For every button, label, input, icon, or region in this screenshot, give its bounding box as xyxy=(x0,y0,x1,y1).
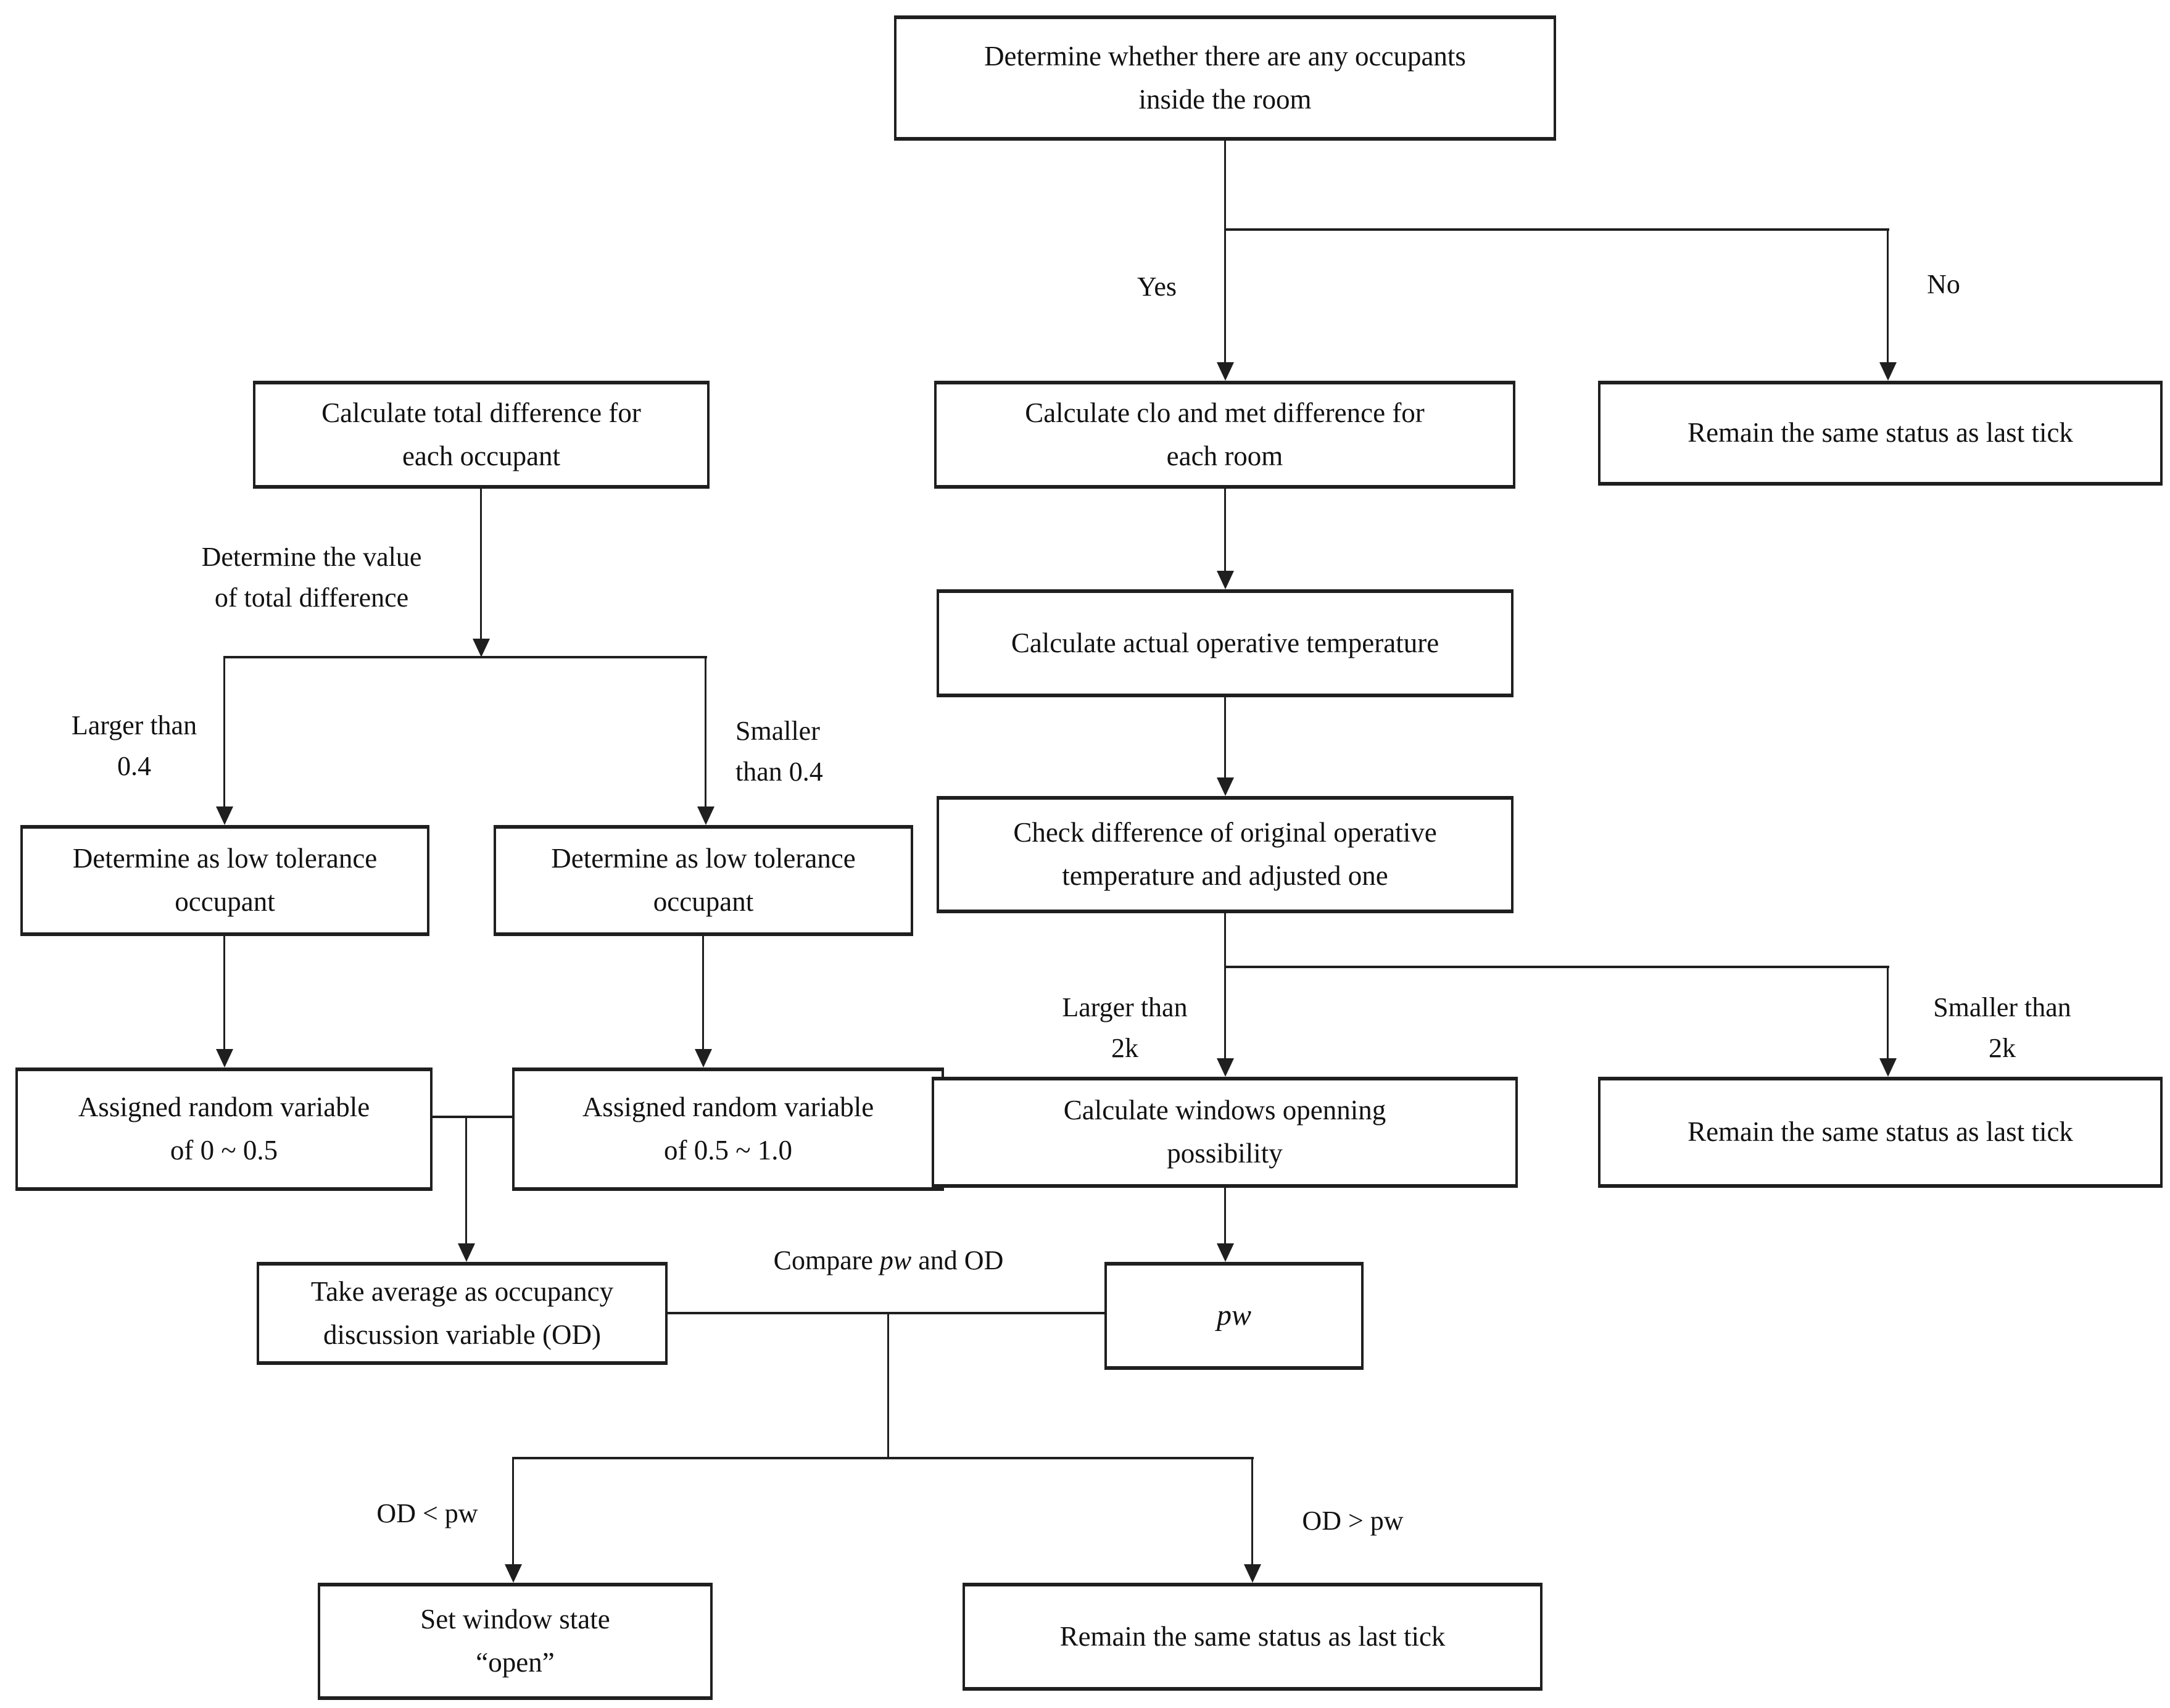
connector-top-stem xyxy=(1224,141,1226,230)
arrowhead-od-icon xyxy=(458,1243,475,1262)
connector-optemp-to-checkdiff xyxy=(1224,697,1226,777)
label-smaller-than-2k: Smaller than 2k xyxy=(1933,992,2071,1063)
node-remain-bottom: Remain the same status as last tick xyxy=(963,1583,1543,1691)
node-low-tolerance-right-label: Determine as low tolerance occupant xyxy=(551,843,856,917)
connector-window-to-pw xyxy=(1224,1188,1226,1243)
arrowhead-pw-icon xyxy=(1217,1243,1234,1262)
node-determine-occupants: Determine whether there are any occupant… xyxy=(894,15,1556,141)
connector-04-split xyxy=(223,656,707,658)
node-calc-total-diff: Calculate total difference for each occu… xyxy=(253,381,710,489)
connector-od-gt-pw-branch xyxy=(1251,1457,1253,1564)
label-od-gt-prefix: OD > xyxy=(1302,1506,1370,1536)
node-low-tolerance-left: Determine as low tolerance occupant xyxy=(20,825,429,936)
node-calc-total-diff-label: Calculate total difference for each occu… xyxy=(321,397,641,471)
arrowhead-optemp-icon xyxy=(1217,571,1234,589)
node-calc-clo-met-label: Calculate clo and met difference for eac… xyxy=(1025,397,1425,471)
connector-od-lt-pw-branch xyxy=(512,1457,514,1564)
node-set-window-open: Set window state “open” xyxy=(318,1583,713,1700)
node-random-05-10-label: Assigned random variable of 0.5 ~ 1.0 xyxy=(582,1092,874,1166)
label-od-lt-prefix: OD < xyxy=(376,1498,445,1528)
arrowhead-no-icon xyxy=(1879,362,1897,381)
node-remain-2k-label: Remain the same status as last tick xyxy=(1688,1116,2073,1148)
node-remain-2k: Remain the same status as last tick xyxy=(1598,1077,2163,1188)
arrowhead-remain-bottom-icon xyxy=(1244,1564,1261,1583)
node-pw: pw xyxy=(1104,1262,1364,1370)
label-compare-suffix: and OD xyxy=(911,1245,1004,1275)
node-take-average-od: Take average as occupancy discussion var… xyxy=(257,1262,668,1365)
connector-lowtol-right-to-rand xyxy=(702,936,704,1049)
label-larger-than-2k: Larger than 2k xyxy=(1062,992,1188,1063)
label-no: No xyxy=(1927,269,1960,299)
arrowhead-checkdiff-icon xyxy=(1217,777,1234,796)
node-remain-top-right: Remain the same status as last tick xyxy=(1598,381,2163,486)
node-calc-op-temp-label: Calculate actual operative temperature xyxy=(1011,627,1439,658)
connector-join-to-od xyxy=(465,1116,467,1243)
node-remain-bottom-label: Remain the same status as last tick xyxy=(1059,1620,1446,1652)
node-low-tolerance-left-label: Determine as low tolerance occupant xyxy=(72,843,378,917)
node-random-05-10: Assigned random variable of 0.5 ~ 1.0 xyxy=(512,1068,944,1191)
connector-rand-join xyxy=(433,1116,512,1118)
connector-smaller-04-branch xyxy=(705,656,706,806)
arrowhead-remain-2k-icon xyxy=(1879,1058,1897,1077)
label-larger-than-04: Larger than 0.4 xyxy=(71,710,197,781)
connector-clomet-to-optemp xyxy=(1224,489,1226,571)
label-compare-pw: pw xyxy=(879,1245,912,1275)
label-smaller-than-04: Smaller than 0.4 xyxy=(735,716,823,787)
node-calc-window-possibility: Calculate windows openning possibility xyxy=(932,1077,1518,1188)
node-check-diff-label: Check difference of original operative t… xyxy=(1013,817,1437,891)
label-yes: Yes xyxy=(1137,272,1177,302)
connector-larger-04-branch xyxy=(223,656,225,806)
node-random-0-05: Assigned random variable of 0 ~ 0.5 xyxy=(15,1068,433,1191)
node-set-window-open-label: Set window state “open” xyxy=(420,1604,610,1678)
node-random-0-05-label: Assigned random variable of 0 ~ 0.5 xyxy=(78,1092,370,1166)
arrowhead-calc-window-icon xyxy=(1217,1058,1234,1077)
arrowhead-lowtol-left-icon xyxy=(216,806,233,825)
node-calc-op-temp: Calculate actual operative temperature xyxy=(937,589,1514,697)
connector-smaller-2k-branch xyxy=(1887,966,1889,1058)
connector-od-pw-split xyxy=(512,1457,1254,1459)
label-od-gt-pw: OD > pw xyxy=(1286,1501,1419,1541)
node-low-tolerance-right: Determine as low tolerance occupant xyxy=(494,825,913,936)
connector-checkdiff-stem xyxy=(1224,913,1226,967)
node-calc-window-possibility-label: Calculate windows openning possibility xyxy=(1063,1095,1386,1169)
arrowhead-rand-right-icon xyxy=(695,1049,712,1068)
connector-lowtol-left-to-rand xyxy=(223,936,225,1049)
label-od-lt-pw: OD < pw xyxy=(361,1493,494,1534)
label-compare-prefix: Compare xyxy=(773,1245,880,1275)
label-determine-value: Determine the value of total difference xyxy=(201,542,422,613)
connector-no-branch xyxy=(1887,228,1889,362)
node-pw-label: pw xyxy=(1216,1299,1251,1332)
node-remain-top-right-label: Remain the same status as last tick xyxy=(1688,417,2073,449)
arrowhead-totaldiff-junction-icon xyxy=(473,639,490,657)
node-determine-occupants-label: Determine whether there are any occupant… xyxy=(984,40,1466,115)
arrowhead-lowtol-right-icon xyxy=(697,806,714,825)
node-calc-clo-met: Calculate clo and met difference for eac… xyxy=(934,381,1515,489)
connector-2k-split xyxy=(1224,966,1889,968)
connector-yes-no-split xyxy=(1224,228,1889,231)
label-od-gt-pw-value: pw xyxy=(1370,1506,1404,1536)
connector-totaldiff-stem xyxy=(480,489,482,639)
arrowhead-rand-left-icon xyxy=(216,1049,233,1068)
connector-compare xyxy=(668,1312,1104,1314)
label-compare-pw-od: Compare pw and OD xyxy=(743,1240,1033,1281)
connector-yes-branch xyxy=(1224,228,1226,362)
label-od-lt-pw-value: pw xyxy=(444,1498,478,1528)
arrowhead-set-open-icon xyxy=(505,1564,522,1583)
connector-compare-stem xyxy=(887,1312,889,1458)
node-take-average-od-label: Take average as occupancy discussion var… xyxy=(310,1275,614,1350)
connector-larger-2k-branch xyxy=(1224,966,1226,1058)
arrowhead-yes-icon xyxy=(1217,362,1234,381)
node-check-diff: Check difference of original operative t… xyxy=(937,796,1514,913)
